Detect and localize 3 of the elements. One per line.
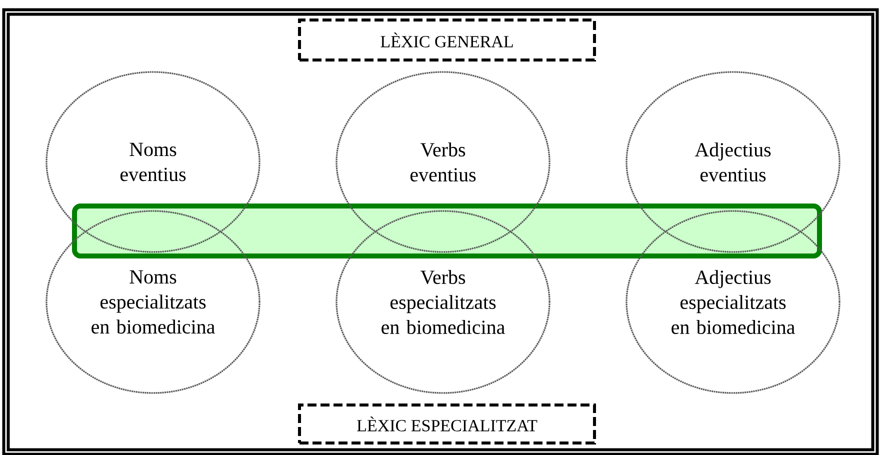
highlight-bar bbox=[72, 204, 822, 258]
dashed-box: LÈXIC GENERAL bbox=[298, 18, 596, 62]
dashed-box: LÈXIC ESPECIALITZAT bbox=[298, 404, 596, 444]
